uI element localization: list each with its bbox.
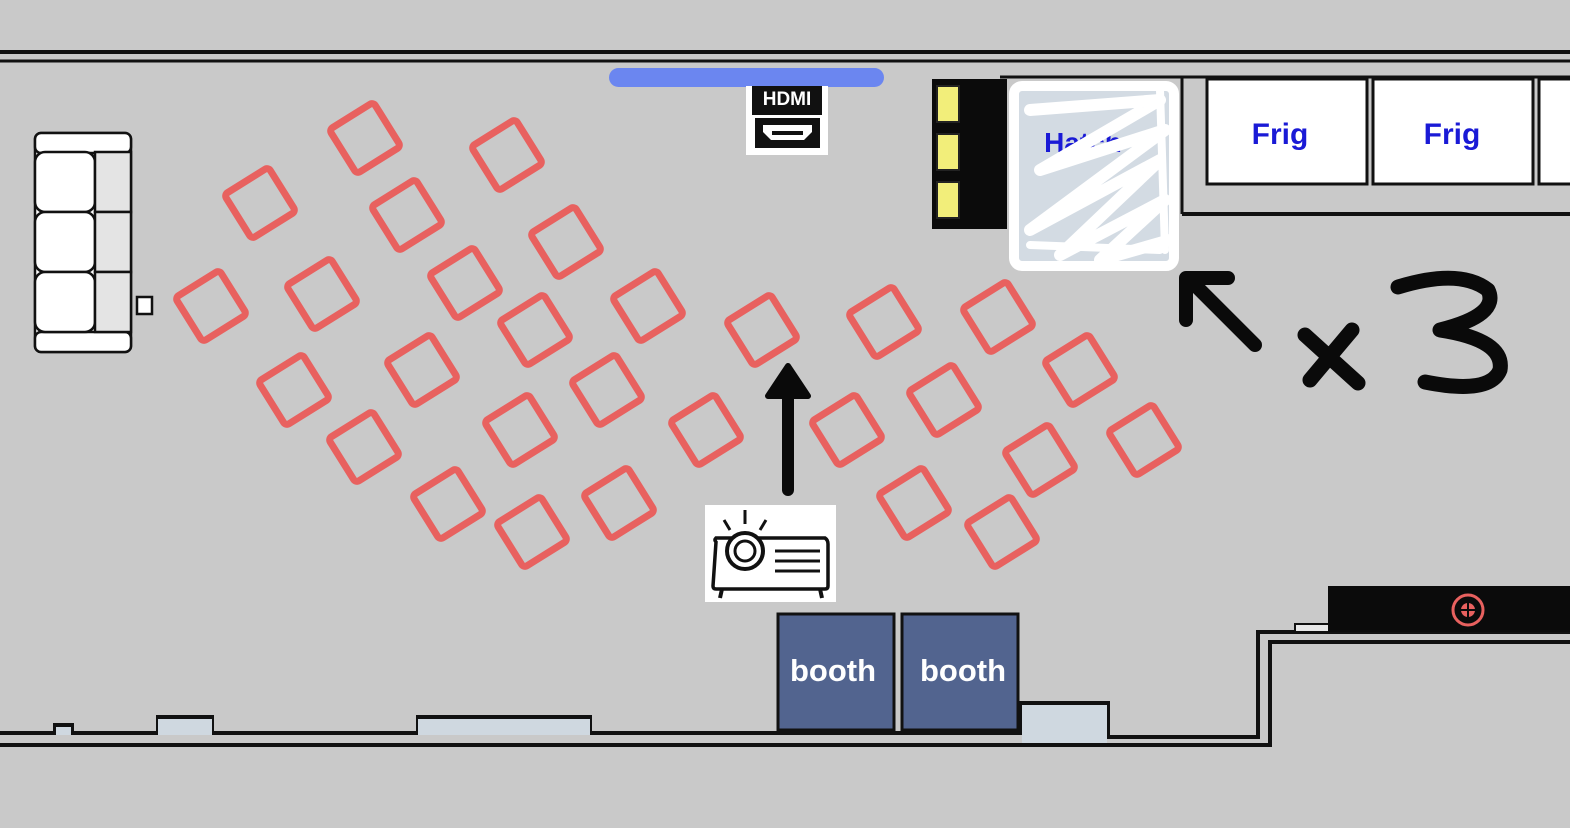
- speaker-box: [932, 79, 1007, 229]
- hatch: Hatch: [1009, 81, 1179, 271]
- chair: [173, 268, 249, 344]
- fridge-label: Frig: [1424, 118, 1481, 151]
- top-wall: [0, 50, 1570, 63]
- chair: [256, 352, 332, 428]
- kitchen-counter: [1000, 75, 1570, 216]
- booth-label: booth: [920, 653, 1006, 688]
- chair: [846, 284, 922, 360]
- chair: [960, 279, 1036, 355]
- chair: [497, 292, 573, 368]
- chair: [284, 256, 360, 332]
- chair: [327, 100, 403, 176]
- chair: [1042, 332, 1118, 408]
- booth-2: booth: [900, 612, 1020, 732]
- chair: [610, 268, 686, 344]
- chair: [581, 465, 657, 541]
- chair: [1002, 422, 1078, 498]
- booth-1: booth: [776, 612, 896, 732]
- fridge-1: Frig: [1205, 77, 1369, 186]
- chair: [906, 362, 982, 438]
- sofa-icon: [33, 131, 154, 354]
- bottom-wall: [0, 630, 1570, 747]
- hdmi-label: HDMI: [763, 89, 812, 110]
- chair: [964, 494, 1040, 570]
- fridge-label: Frig: [1252, 118, 1309, 151]
- chair: [410, 466, 486, 542]
- chair: [222, 165, 298, 241]
- chair: [724, 292, 800, 368]
- chair: [482, 392, 558, 468]
- chair-layout: [173, 100, 1182, 570]
- chair: [384, 332, 460, 408]
- chair: [427, 245, 503, 321]
- chair: [809, 392, 885, 468]
- projector-icon: [705, 505, 836, 602]
- projection-screen: [609, 68, 884, 87]
- arrow-up-icon: [765, 363, 811, 496]
- chair: [668, 392, 744, 468]
- chair: [326, 409, 402, 485]
- arrow-up-left-icon: [1179, 271, 1262, 352]
- speaker-icon: [1294, 586, 1570, 633]
- fridge-3: [1537, 77, 1570, 186]
- chair: [1106, 402, 1182, 478]
- fridge-2: Frig: [1371, 77, 1535, 186]
- chair: [876, 465, 952, 541]
- chair: [369, 177, 445, 253]
- chair: [494, 494, 570, 570]
- booth-label: booth: [790, 653, 876, 688]
- multiplier-annotation: ×3: [1297, 270, 1508, 394]
- chair: [528, 204, 604, 280]
- chair: [569, 352, 645, 428]
- chair: [469, 117, 545, 193]
- hdmi-port-icon: HDMI: [746, 86, 828, 155]
